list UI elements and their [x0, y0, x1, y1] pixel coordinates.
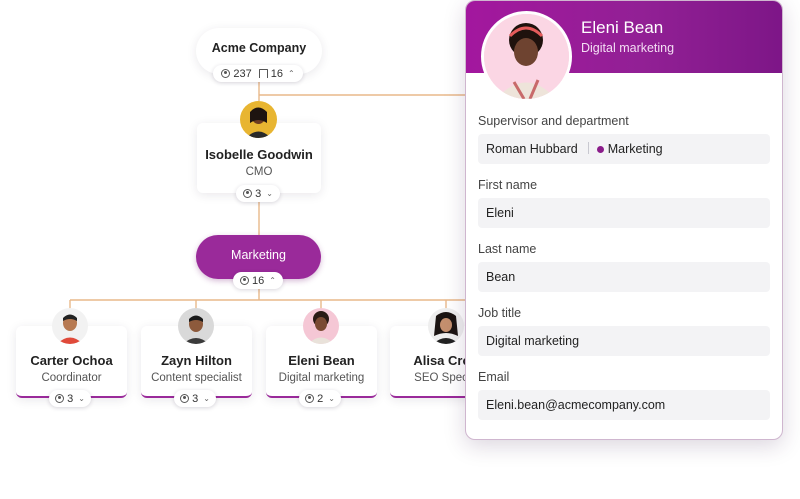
- first-name-label: First name: [478, 178, 537, 192]
- executive-avatar: [240, 101, 277, 138]
- employee-role: Coordinator: [16, 372, 127, 384]
- chevron-up-icon: ⌃: [288, 69, 295, 78]
- last-name-field[interactable]: Bean: [478, 262, 770, 292]
- chevron-down-icon: ⌄: [78, 394, 85, 403]
- employee-avatar: [178, 308, 214, 344]
- divider: [588, 142, 589, 154]
- panel-role: Digital marketing: [581, 41, 674, 55]
- department-name: Marketing: [231, 248, 286, 262]
- person-icon: [243, 189, 252, 198]
- executive-reports-count: 3: [255, 188, 261, 200]
- chevron-down-icon: ⌄: [328, 394, 335, 403]
- panel-name: Eleni Bean: [581, 18, 663, 38]
- last-name-label: Last name: [478, 242, 536, 256]
- person-icon: [55, 394, 64, 403]
- company-name: Acme Company: [196, 41, 322, 55]
- person-icon: [221, 69, 230, 78]
- employee-reports-count: 3: [192, 393, 198, 405]
- supervisor-label: Supervisor and department: [478, 114, 629, 128]
- chevron-up-icon: ⌃: [269, 276, 276, 285]
- company-units-count: 16: [271, 68, 283, 80]
- job-title-field[interactable]: Digital marketing: [478, 326, 770, 356]
- department-value: Marketing: [608, 142, 663, 156]
- employee-role: Digital marketing: [266, 372, 377, 384]
- employee-reports-count: 2: [317, 393, 323, 405]
- person-icon: [305, 394, 314, 403]
- chevron-down-icon: ⌄: [203, 394, 210, 403]
- department-count: 16: [252, 275, 264, 287]
- company-counts-pill[interactable]: 237 16 ⌃: [213, 65, 303, 82]
- first-name-field[interactable]: Eleni: [478, 198, 770, 228]
- chevron-down-icon: ⌄: [266, 189, 273, 198]
- department-count-pill[interactable]: 16 ⌃: [233, 272, 283, 289]
- profile-photo: [481, 11, 572, 102]
- employee-name: Eleni Bean: [266, 353, 377, 368]
- supervisor-value: Roman Hubbard: [486, 142, 578, 156]
- employee-reports-pill[interactable]: 3 ⌄: [174, 390, 216, 407]
- employee-name: Zayn Hilton: [141, 353, 252, 368]
- employee-avatar: [428, 308, 464, 344]
- employee-role: Content specialist: [141, 372, 252, 384]
- supervisor-department-field[interactable]: Roman Hubbard Marketing: [478, 134, 770, 164]
- employee-reports-pill[interactable]: 3 ⌄: [49, 390, 91, 407]
- department-color-dot: [597, 146, 604, 153]
- email-label: Email: [478, 370, 509, 384]
- person-icon: [180, 394, 189, 403]
- email-field[interactable]: Eleni.bean@acmecompany.com: [478, 390, 770, 420]
- executive-reports-pill[interactable]: 3 ⌄: [236, 185, 280, 202]
- person-icon: [240, 276, 249, 285]
- executive-role: CMO: [197, 166, 321, 178]
- job-title-label: Job title: [478, 306, 521, 320]
- employee-avatar: [303, 308, 339, 344]
- employee-name: Carter Ochoa: [16, 353, 127, 368]
- building-icon: [259, 69, 268, 78]
- employee-details-panel: Eleni Bean Digital marketing Supervisor …: [465, 0, 783, 440]
- company-people-count: 237: [233, 68, 251, 80]
- employee-reports-count: 3: [67, 393, 73, 405]
- executive-name: Isobelle Goodwin: [197, 147, 321, 162]
- employee-reports-pill[interactable]: 2 ⌄: [299, 390, 341, 407]
- employee-avatar: [52, 308, 88, 344]
